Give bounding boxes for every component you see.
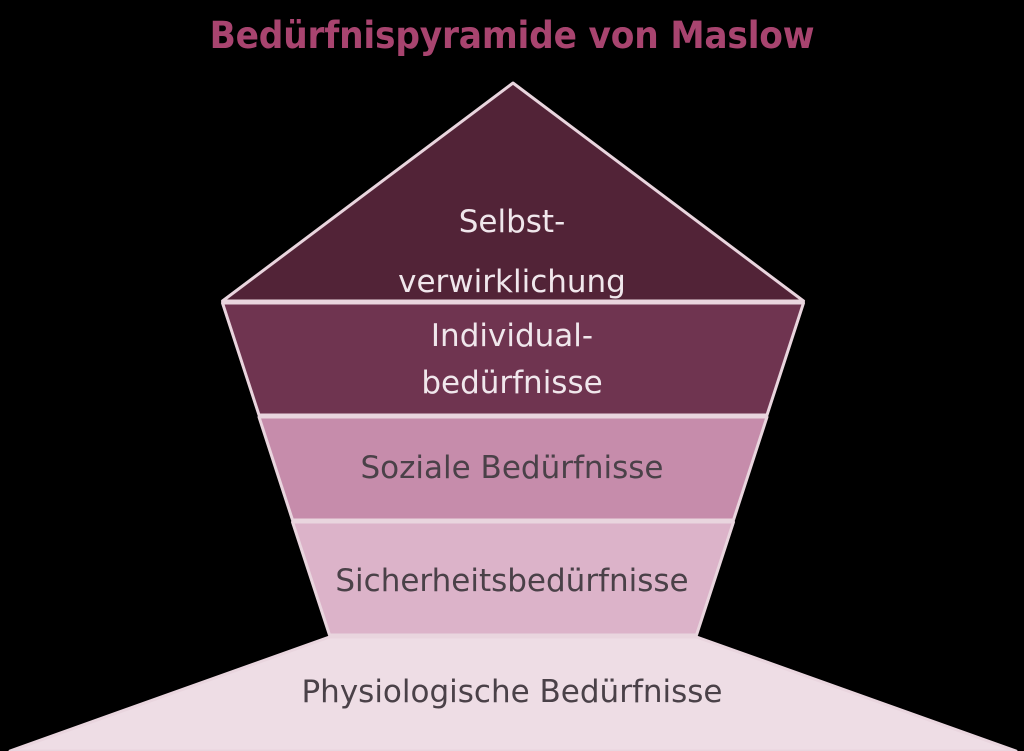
pyramid-tier-sicherheitsbeduerfnisse[interactable] <box>291 520 735 637</box>
page-title: Bedürfnispyramide von Maslow <box>209 14 815 57</box>
pyramid-tier-selbstverwirklichung[interactable] <box>221 81 805 303</box>
pyramid-tier-soziale-beduerfnisse[interactable] <box>257 415 769 522</box>
pyramid-tier-physiologische-beduerfnisse[interactable] <box>8 635 1018 751</box>
pyramid-tier-individualbeduerfnisse[interactable] <box>221 301 805 417</box>
